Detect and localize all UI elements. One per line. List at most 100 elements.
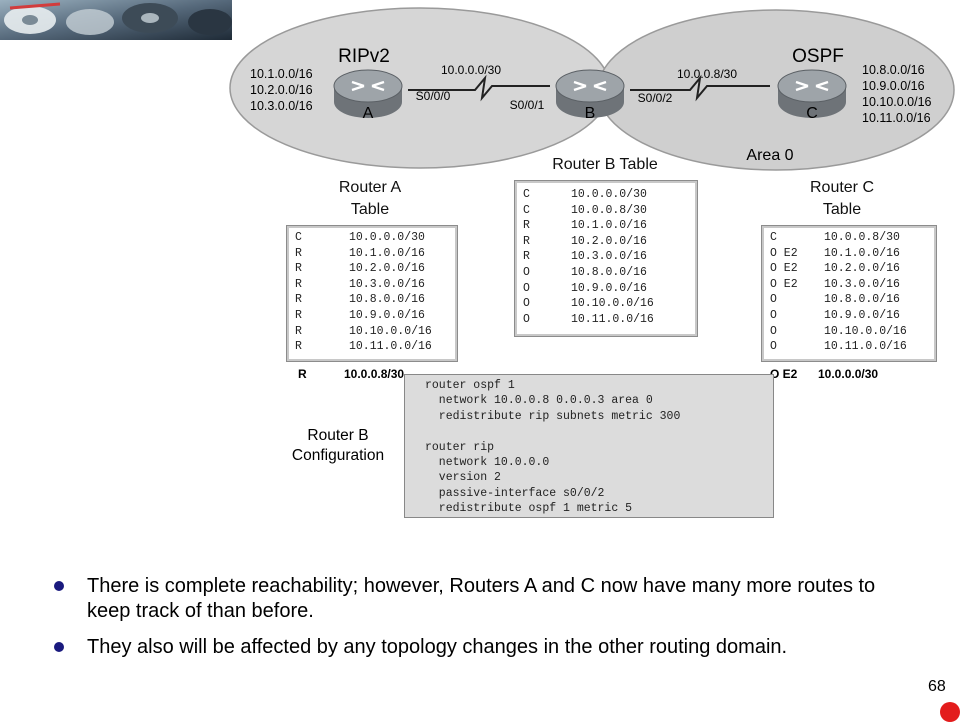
route-source-code: C [523, 188, 530, 201]
route-source-code: O [523, 312, 530, 326]
route-entry: R 10.2.0.0/16 [295, 261, 457, 277]
router-b-configuration-box: router ospf 1 network 10.0.0.8 0.0.0.3 a… [404, 374, 774, 518]
route-network: 10.11.0.0/16 [824, 340, 907, 354]
serial-link-zigzag-icon [630, 74, 770, 102]
route-network: 10.1.0.0/16 [349, 246, 425, 260]
route-source-code: O [770, 293, 777, 307]
route-network: 10.2.0.0/16 [571, 234, 647, 248]
route-source-code: R [295, 308, 302, 322]
route-source-code: O [770, 340, 777, 354]
network-prefix-label: 10.3.0.0/16 [250, 99, 313, 113]
config-line: redistribute rip subnets metric 300 [425, 409, 681, 423]
route-entry: R 10.10.0.0/16 [295, 324, 457, 340]
router-a-added-route-network: 10.0.0.8/30 [344, 367, 405, 381]
route-source-code: R [295, 246, 302, 260]
route-network: 10.10.0.0/16 [571, 297, 654, 311]
route-network: 10.8.0.0/16 [349, 293, 425, 307]
route-source-code: O [523, 281, 530, 295]
route-entry: R 10.8.0.0/16 [295, 292, 457, 308]
link-ab-subnet: 10.0.0.0/30 [441, 63, 501, 77]
router-c-title-line2: Table [822, 201, 862, 218]
ripv2-label: RIPv2 [338, 46, 390, 67]
route-network: 10.8.0.0/16 [571, 265, 647, 279]
config-line: version 2 [425, 471, 501, 485]
route-network: 10.10.0.0/16 [824, 324, 907, 338]
route-source-code: R [523, 219, 530, 233]
router-a-icon [333, 69, 403, 118]
ospf-network-list: 10.8.0.0/1610.9.0.0/1610.10.0.0/1610.11.… [862, 63, 932, 125]
route-source-code: C [770, 231, 777, 244]
area-label: Area 0 [746, 147, 793, 164]
router-a-title-line2: Table [350, 201, 390, 218]
config-line: router ospf 1 [425, 379, 515, 392]
link-bc-subnet: 10.0.0.8/30 [677, 67, 737, 81]
route-network: 10.2.0.0/16 [824, 262, 900, 276]
router-a-added-route-code: R [298, 367, 307, 381]
page-number: 68 [928, 678, 946, 695]
route-source-code: O E2 [770, 262, 798, 276]
corner-photo-icon [0, 0, 232, 40]
route-source-code: R [295, 262, 302, 276]
route-network: 10.10.0.0/16 [349, 324, 432, 338]
route-source-code: R [295, 324, 302, 338]
route-source-code: R [295, 340, 302, 354]
network-prefix-label: 10.10.0.0/16 [862, 95, 932, 109]
router-c-table-title: Router C Table [772, 177, 912, 221]
route-source-code: R [523, 234, 530, 248]
route-entry: R 10.9.0.0/16 [295, 308, 457, 324]
route-network: 10.0.0.0/30 [349, 231, 425, 244]
network-prefix-label: 10.11.0.0/16 [862, 111, 931, 125]
route-entry: R 10.11.0.0/16 [295, 339, 457, 355]
router-b-icon [555, 69, 625, 118]
link-a-b [408, 74, 550, 102]
ripv2-network-list: 10.1.0.0/16 10.2.0.0/16 10.3.0.0/16 [250, 67, 313, 113]
network-prefix-label: 10.2.0.0/16 [250, 83, 313, 97]
route-source-code: O [523, 297, 530, 311]
route-network: 10.2.0.0/16 [349, 262, 425, 276]
config-line: network 10.0.0.8 0.0.0.3 area 0 [425, 394, 653, 408]
config-line: passive-interface s0/0/2 [425, 486, 605, 500]
route-network: 10.9.0.0/16 [349, 308, 425, 322]
router-c-icon [777, 69, 847, 118]
bullet-dot-icon [54, 642, 64, 652]
interface-a-label: S0/0/0 [416, 89, 451, 103]
corner-photo-decoration [0, 0, 232, 40]
route-network: 10.8.0.0/16 [824, 293, 900, 307]
route-entry: R 10.2.0.0/16 [523, 234, 697, 250]
config-title-line1: Router B [307, 427, 369, 444]
route-source-code: O E2 [770, 277, 798, 291]
network-prefix-label: 10.1.0.0/16 [250, 67, 313, 81]
route-network: 10.11.0.0/16 [349, 340, 432, 354]
config-line: router rip [425, 440, 495, 454]
router-b-table-title: Router B Table [552, 156, 658, 173]
bullet-list: There is complete reachability; however,… [54, 574, 894, 671]
route-entry: O 10.8.0.0/16 [770, 292, 936, 308]
route-network: 10.3.0.0/16 [824, 277, 900, 291]
ospf-label: OSPF [792, 46, 844, 67]
interface-b2-label: S0/0/2 [638, 91, 673, 105]
route-source-code: R [523, 250, 530, 264]
route-network: 10.3.0.0/16 [349, 277, 425, 291]
router-a-title-line1: Router A [338, 179, 402, 196]
route-source-code: R [295, 293, 302, 307]
router-c-label: C [806, 105, 818, 122]
route-entry: O E2 10.2.0.0/16 [770, 261, 936, 277]
route-source-code: C [523, 203, 530, 217]
route-entry: O 10.11.0.0/16 [770, 339, 936, 355]
config-line: redistribute ospf 1 metric 5 [425, 502, 633, 516]
router-c-added-route-code: O E2 [770, 367, 798, 381]
router-a-label: A [363, 105, 374, 122]
